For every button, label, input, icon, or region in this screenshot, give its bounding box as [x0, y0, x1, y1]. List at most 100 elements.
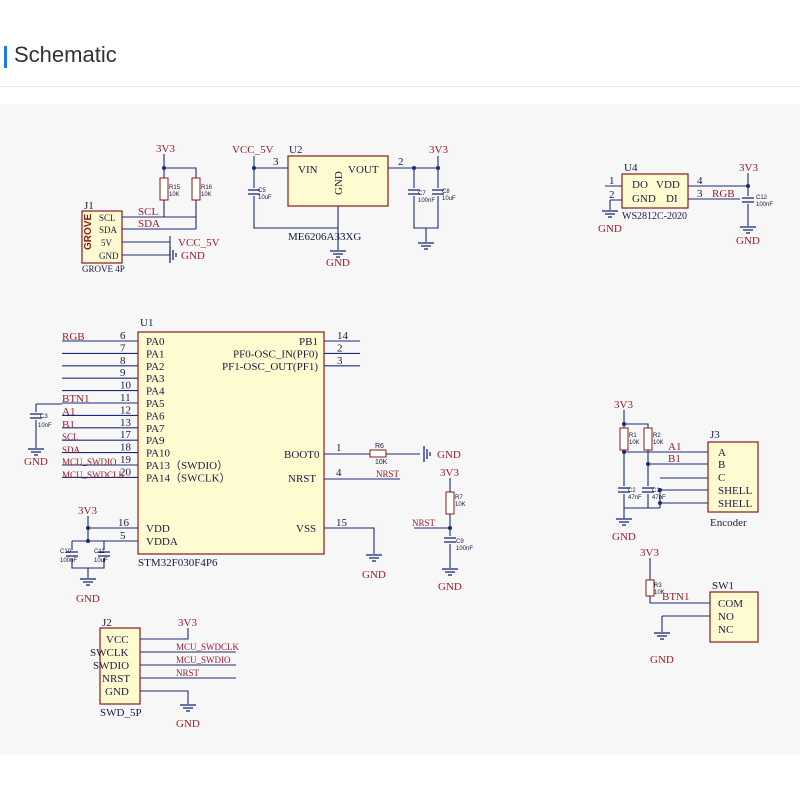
c12-gnd-symbol — [739, 226, 757, 234]
net-3v3-u2: 3V3 — [429, 144, 448, 156]
u1-left-pin-name: PA9 — [146, 435, 165, 447]
u1-left-pin-name: PA6 — [146, 410, 165, 422]
net-gnd-vdd: GND — [76, 593, 100, 605]
j3-pin-c: C — [718, 472, 725, 484]
reset-wires — [414, 478, 451, 568]
net-gnd-c3: GND — [24, 456, 48, 468]
net-swdclk-u1: MCU_SWDCLK — [62, 470, 126, 480]
sw1-gnd-symbol — [653, 632, 671, 640]
u2-pin-vin: VIN — [298, 164, 318, 176]
j2-ref: J2 — [102, 617, 112, 629]
j2-name: SWD_5P — [100, 707, 142, 719]
u1-left-pin-name: PA3 — [146, 373, 165, 385]
j3-pin-shell1: SHELL — [718, 485, 753, 497]
r7-resistor — [445, 491, 455, 515]
vdd-gnd-symbol — [79, 578, 97, 586]
u1-left-pin-name: PA4 — [146, 386, 165, 398]
net-gnd-c12: GND — [736, 235, 760, 247]
sw1-pin-com: COM — [718, 598, 743, 610]
net-gnd-sw1: GND — [650, 654, 674, 666]
r1-resistor — [619, 427, 629, 451]
u1-left-pin-name: PA13（SWDIO） — [146, 459, 228, 472]
net-scl-u1: SCL — [62, 432, 79, 442]
j2-pin-swclk: SWCLK — [90, 647, 129, 659]
j1-pin-gnd: GND — [99, 251, 119, 261]
net-a1-j3: A1 — [668, 441, 681, 453]
c9-gnd-symbol — [441, 568, 459, 576]
u4-pin-vdd: VDD — [656, 179, 680, 191]
r16-ref: R16 — [201, 185, 213, 191]
u1-part: STM32F030F4P6 — [138, 557, 218, 569]
u1-left-pin-name: PA0 — [146, 336, 165, 348]
u1-pin-nrst: NRST — [288, 473, 316, 485]
u2-out-gnd-symbol — [417, 242, 435, 250]
u4-pin4-num: 4 — [697, 175, 703, 187]
u1-pin-boot0-num: 1 — [336, 442, 342, 454]
j3-ref: J3 — [710, 429, 720, 441]
u1-pin-vdd-num: 16 — [118, 517, 130, 529]
u4-pin3-num: 3 — [697, 188, 703, 200]
j1-pin-scl: SCL — [99, 213, 116, 223]
net-3v3-pullup: 3V3 — [156, 143, 175, 155]
u4-gnd-symbol — [601, 210, 619, 218]
r7-val: 10K — [455, 502, 466, 508]
r3-val: 10K — [654, 590, 665, 596]
u2-ldo-regulator: VCC_5V C5 10uF U2 3 VIN VOUT GND 2 ME620… — [232, 144, 456, 269]
u1-left-pin-name: PA14（SWCLK） — [146, 471, 231, 484]
u1-body — [137, 331, 325, 555]
r1-ref: R1 — [629, 433, 637, 439]
j1-pin-5v: 5V — [101, 238, 113, 248]
net-swdclk-j2: MCU_SWDCLK — [176, 642, 240, 652]
c10-val: 100nF — [60, 558, 77, 564]
c12-ref: C12 — [756, 195, 768, 201]
u4-ref: U4 — [624, 162, 638, 174]
j2-gnd-symbol — [179, 704, 197, 712]
j2-body — [99, 627, 141, 705]
u4-body — [621, 173, 689, 209]
r6-resistor — [369, 449, 387, 458]
c2-val: 47nF — [628, 495, 642, 501]
c3-ref: C3 — [40, 414, 48, 420]
u2-part: ME6206A33XG — [288, 231, 361, 243]
u1-pin-boot0: BOOT0 — [284, 449, 320, 461]
net-3v3-r7: 3V3 — [440, 467, 459, 479]
u2-body — [287, 155, 389, 207]
u4-pin-do: DO — [632, 179, 648, 191]
j3-pin-b: B — [718, 459, 725, 471]
net-sda-j1: SDA — [138, 218, 160, 230]
j2-pin-vcc: VCC — [106, 634, 129, 646]
u4-pin2-num: 2 — [609, 189, 615, 201]
net-scl-j1: SCL — [138, 206, 158, 218]
u1-right-pin-name: PF0-OSC_IN(PF0) — [233, 348, 318, 360]
u1-left-pin-name: PA5 — [146, 398, 165, 410]
net-3v3-j3: 3V3 — [614, 399, 633, 411]
r16-val: 10K — [201, 192, 212, 198]
j2-wires — [140, 628, 236, 704]
net-gnd-vss: GND — [362, 569, 386, 581]
c7-val: 100nF — [418, 198, 435, 204]
r2-val: 10K — [653, 440, 664, 446]
c9-val: 100nF — [456, 546, 473, 552]
net-a1-u1: A1 — [62, 406, 75, 418]
u4-pin-di: DI — [666, 193, 678, 205]
j2-swd-connector: J2 VCC SWCLK SWDIO NRST GND SWD_5P 3V3 M… — [90, 617, 240, 730]
section-header: Schematic — [0, 0, 800, 87]
u1-left-pin-name: PA1 — [146, 348, 165, 360]
net-b1-j3: B1 — [668, 453, 681, 465]
u1-pin-vdda-num: 5 — [120, 530, 126, 542]
c10-ref: C10 — [60, 549, 72, 555]
boot0-gnd-symbol — [423, 445, 431, 463]
j2-pin-swdio: SWDIO — [93, 660, 129, 672]
j2-pin-nrst: NRST — [102, 673, 130, 685]
u1-pin-vss: VSS — [296, 523, 316, 535]
u2-input-wires — [253, 156, 339, 250]
u1-pin-vss-num: 15 — [336, 517, 348, 529]
r3-resistor — [645, 579, 655, 597]
c5-val: 10uF — [258, 195, 272, 201]
net-vcc5-j1: VCC_5V — [178, 237, 220, 249]
net-swdio-u1: MCU_SWDIO — [62, 457, 117, 467]
net-sda-u1: SDA — [62, 445, 81, 455]
net-rgb-u4: RGB — [712, 188, 735, 200]
sw1-pin-nc: NC — [718, 624, 733, 636]
u4-part: WS2812C-2020 — [622, 211, 687, 222]
